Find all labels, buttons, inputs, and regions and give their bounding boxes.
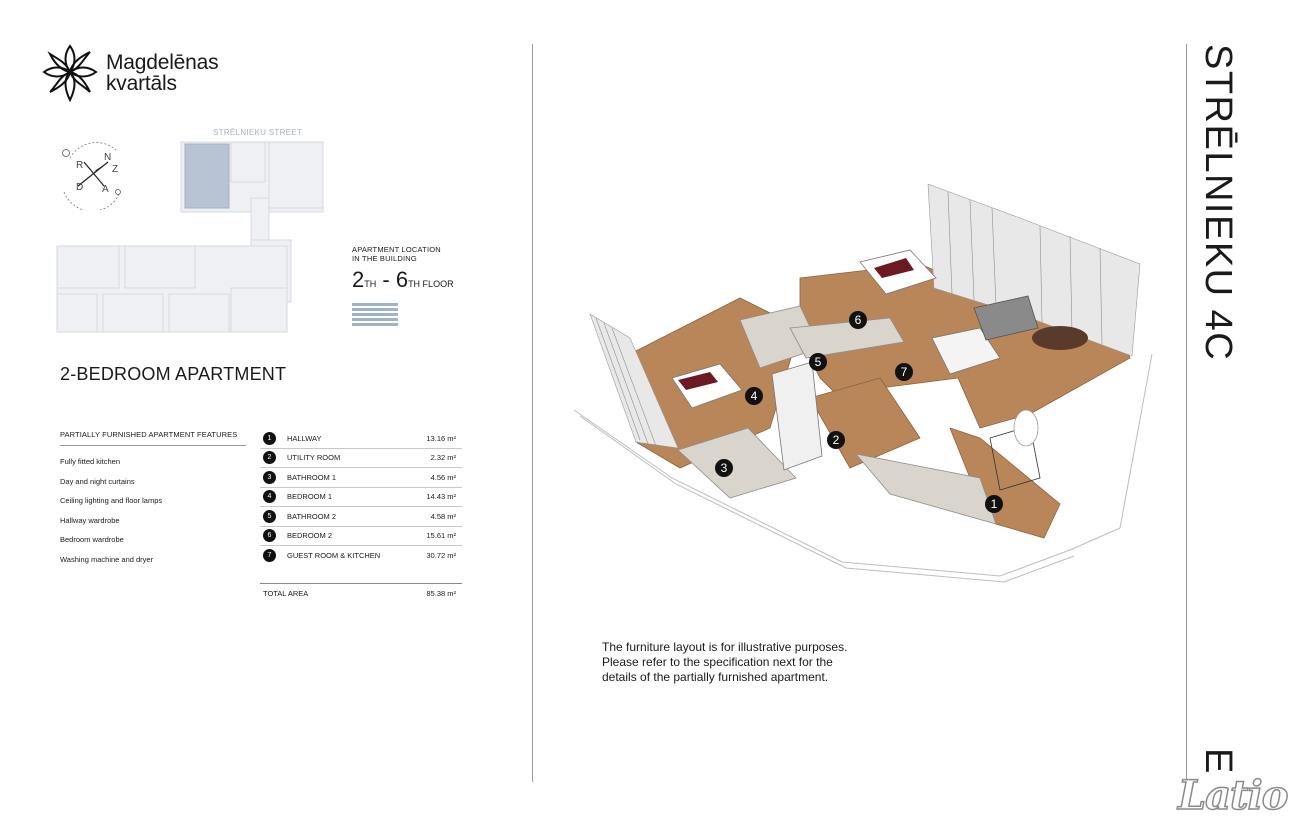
- section-letter: E: [1197, 748, 1239, 774]
- location-caption-1: APARTMENT LOCATION: [352, 245, 441, 254]
- divider: [532, 44, 533, 782]
- plan-marker-4: 4: [745, 387, 763, 405]
- feature-item: Hallway wardrobe: [60, 515, 120, 525]
- street-label: STRĒLNIEKU STREET: [213, 128, 303, 137]
- plan-marker-3: 3: [715, 459, 733, 477]
- plan-marker-2: 2: [827, 431, 845, 449]
- svg-text:3: 3: [721, 461, 728, 475]
- location-caption-2: IN THE BUILDING: [352, 253, 417, 263]
- compass-rose-icon: [62, 142, 121, 212]
- building-address-title: STRĒLNIEKU 4C: [1197, 44, 1239, 362]
- svg-text:2: 2: [833, 433, 840, 447]
- svg-text:6: 6: [855, 313, 862, 327]
- compass-z: Z: [112, 164, 119, 175]
- svg-text:7: 7: [901, 365, 908, 379]
- apartment-location: APARTMENT LOCATION IN THE BUILDING 2TH -…: [352, 245, 454, 328]
- compass-n: N: [104, 152, 112, 163]
- plan-marker-5: 5: [809, 353, 827, 371]
- total-label: TOTAL AREA: [263, 589, 309, 598]
- brand-name-line2: kvartāls: [106, 72, 177, 95]
- latio-logo: Latio: [1177, 771, 1289, 820]
- compass: N Z R D A: [56, 140, 132, 212]
- svg-text:4: 4: [751, 389, 758, 403]
- feature-item: Washing machine and dryer: [60, 554, 154, 564]
- divider: [1186, 44, 1187, 782]
- feature-item: Ceiling lighting and floor lamps: [60, 496, 163, 505]
- feature-item: Day and night curtains: [60, 476, 135, 486]
- feature-item: Fully fitted kitchen: [60, 457, 121, 466]
- svg-text:1: 1: [991, 497, 998, 511]
- compass-a: A: [102, 184, 109, 195]
- apartment-highlight: [184, 143, 230, 209]
- feature-item: Bedroom wardrobe: [60, 535, 124, 544]
- building-site-plan: STRĒLNIEKU STREET: [55, 128, 325, 334]
- svg-text:5: 5: [815, 355, 822, 369]
- compass-r: R: [76, 160, 84, 171]
- plan-marker-1: 1: [985, 495, 1003, 513]
- floor-plan-illustration: 1 2 3 4 5 6 7: [560, 178, 1160, 584]
- total-area: TOTAL AREA 85.38 m²: [260, 583, 462, 598]
- features-list: PARTIALLY FURNISHED APARTMENT FEATURES F…: [60, 430, 246, 569]
- features-heading: PARTIALLY FURNISHED APARTMENT FEATURES: [60, 430, 246, 446]
- brand-logo: Magdelēnas kvartāls: [42, 44, 219, 102]
- compass-d: D: [76, 182, 84, 193]
- floor-stack-icon: [352, 303, 398, 326]
- floor-range: 2TH - 6TH FLOOR: [352, 267, 454, 292]
- flower-logo-icon: [42, 44, 98, 102]
- apartment-title: 2-BEDROOM APARTMENT: [60, 364, 287, 384]
- plan-marker-7: 7: [895, 363, 913, 381]
- illustrative-note: The furniture layout is for illustrative…: [602, 640, 848, 684]
- brand-name-line1: Magdelēnas: [106, 51, 219, 74]
- total-value: 85.38 m²: [426, 589, 456, 598]
- plan-marker-6: 6: [849, 311, 867, 329]
